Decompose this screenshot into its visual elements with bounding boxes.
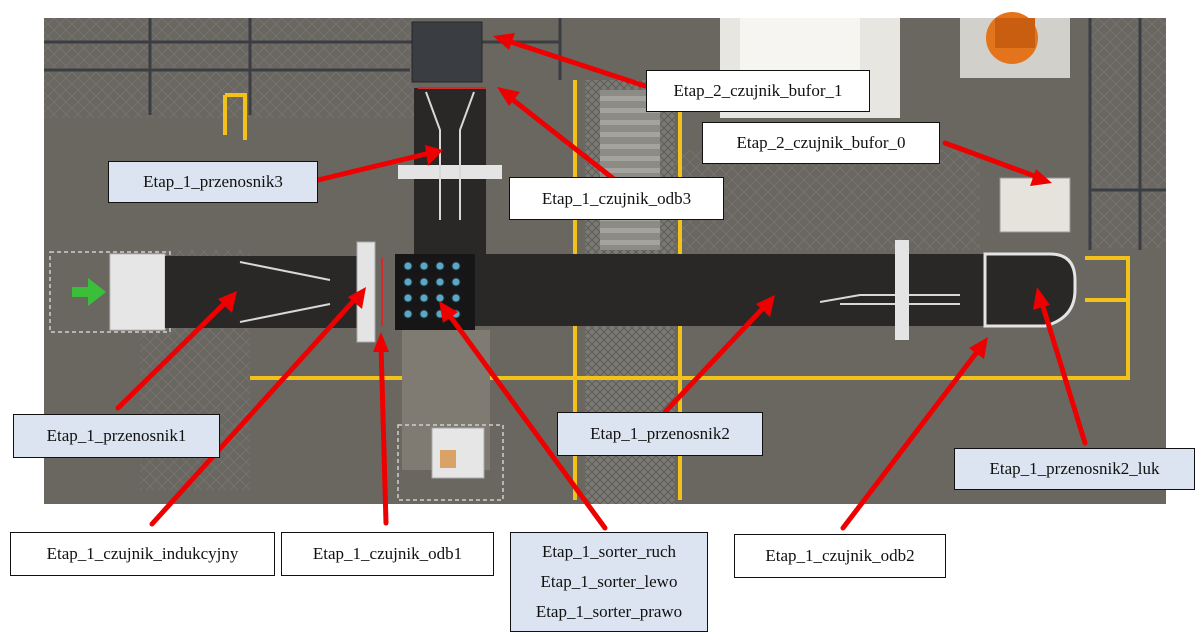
label-etap1-czujnik-indukcyjny: Etap_1_czujnik_indukcyjny [10, 532, 275, 576]
fence-frame-top [44, 18, 562, 115]
label-sorter-lewo: Etap_1_sorter_lewo [540, 572, 678, 591]
stairs [600, 90, 660, 250]
conveyor-2-frame [895, 240, 909, 340]
arrow-sorter [439, 301, 608, 531]
arrow-przenosnik2-luk [1033, 287, 1088, 446]
label-etap2-czujnik-bufor-0: Etap_2_czujnik_bufor_0 [702, 122, 940, 164]
fence-left [44, 18, 414, 118]
conveyor-2-curve [983, 252, 1077, 328]
machine-white-inner [740, 18, 860, 73]
arrow-czujnik-odb3 [497, 87, 618, 183]
buffer-station-right [999, 177, 1071, 233]
conveyor-2 [475, 254, 1015, 326]
arrow-przenosnik3 [315, 145, 443, 183]
label-sorter-ruch: Etap_1_sorter_ruch [541, 542, 677, 561]
simulation-view [44, 12, 1166, 504]
label-etap1-czujnik-odb2: Etap_1_czujnik_odb2 [734, 534, 946, 578]
robot-arm [995, 18, 1035, 48]
arrow-bufor-0 [942, 140, 1052, 186]
start-box [109, 253, 166, 331]
conveyor-3-frame [398, 165, 502, 179]
fence-right [1090, 18, 1166, 248]
start-zone [49, 251, 171, 333]
conveyor-3-guides [425, 91, 475, 220]
label-etap1-przenosnik3: Etap_1_przenosnik3 [108, 161, 318, 203]
arrow-przenosnik2 [662, 295, 775, 415]
annotation-arrows [115, 33, 1088, 531]
arrow-czujnik-indukcyjny [149, 287, 366, 527]
conveyor-1-guides [239, 261, 331, 323]
yellow-rail-right [1085, 256, 1130, 378]
label-etap1-przenosnik2: Etap_1_przenosnik2 [557, 412, 763, 456]
sorter-rollers [403, 261, 461, 319]
label-etap1-przenosnik2-luk: Etap_1_przenosnik2_luk [954, 448, 1195, 490]
label-etap2-czujnik-bufor-1: Etap_2_czujnik_bufor_1 [646, 70, 870, 112]
arrow-czujnik-odb2 [840, 337, 988, 531]
package [440, 450, 456, 468]
label-etap1-czujnik-odb3: Etap_1_czujnik_odb3 [509, 177, 724, 220]
arrow-czujnik-odb1 [373, 332, 389, 526]
label-etap1-sorter: Etap_1_sorter_ruch Etap_1_sorter_lewo Et… [510, 532, 708, 632]
arrow-przenosnik1 [115, 291, 237, 411]
label-etap1-przenosnik1: Etap_1_przenosnik1 [13, 414, 220, 458]
label-sorter-prawo: Etap_1_sorter_prawo [535, 602, 683, 621]
buffer-station-top [411, 21, 483, 83]
down-box [431, 427, 485, 479]
yellow-rail-left [223, 93, 247, 140]
green-start-arrow-icon [72, 278, 106, 306]
arrow-bufor-1 [493, 33, 648, 89]
fence-frame-right [1088, 18, 1166, 250]
down-box-zone [397, 424, 504, 501]
label-etap1-czujnik-odb1: Etap_1_czujnik_odb1 [281, 532, 494, 576]
